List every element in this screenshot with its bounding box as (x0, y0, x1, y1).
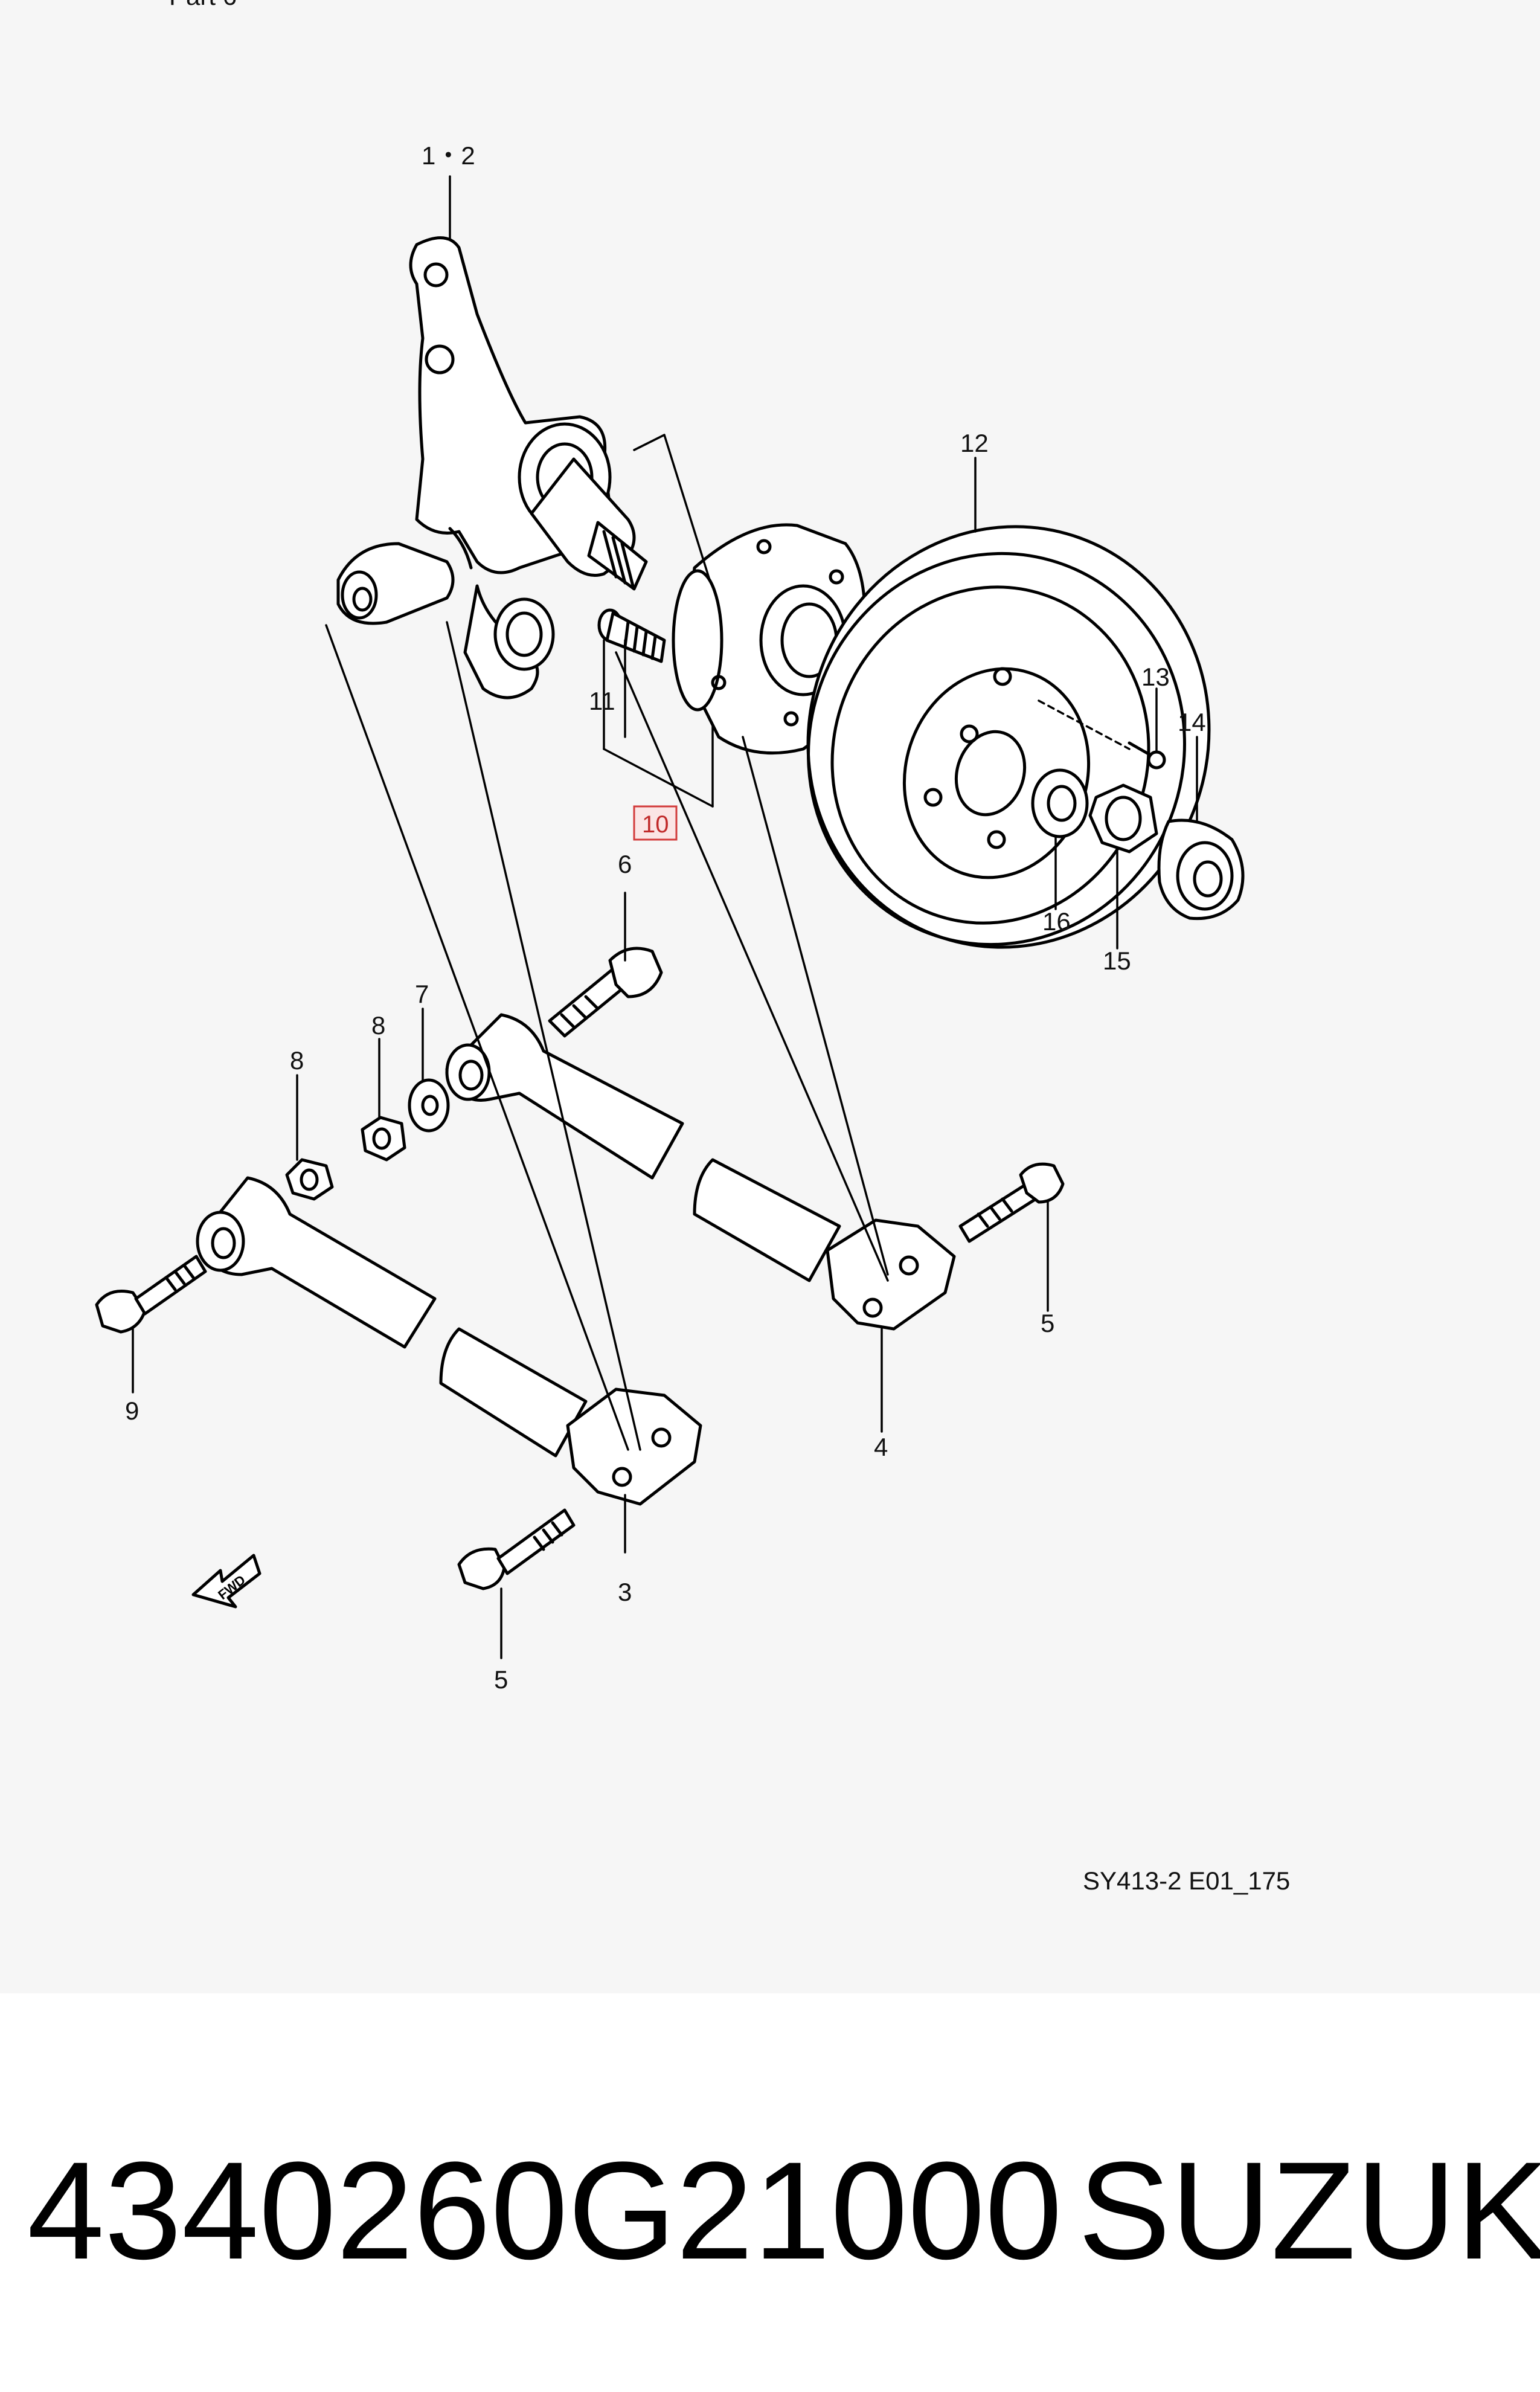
link-lines (325, 434, 889, 1451)
callout-10: 10 (642, 811, 669, 838)
diagram-panel: Part 6 (95, 0, 1291, 1895)
upper-lateral-rod (445, 1013, 956, 1331)
callout-15: 15 (1103, 947, 1131, 975)
hub-nut-part (1088, 783, 1158, 854)
callout-14: 14 (1178, 708, 1206, 736)
stud-bolt-part (597, 608, 666, 663)
callout-16: 16 (1042, 907, 1071, 936)
nut-part-8-lower (285, 1158, 334, 1201)
exploded-parts-diagram: Part 6 (95, 0, 1290, 1895)
callout-13: 13 (1141, 663, 1170, 691)
bolt-part-6 (548, 947, 663, 1038)
callout-5-lower: 5 (494, 1665, 508, 1694)
part-number: 4340260G21000 (27, 2133, 1062, 2288)
callout-6: 6 (618, 850, 632, 878)
callout-9: 9 (125, 1397, 139, 1425)
callout-4: 4 (874, 1433, 888, 1461)
bolt-part-5-right (958, 1162, 1065, 1243)
footer (0, 1993, 1540, 2392)
bolt-part-5-lower (457, 1508, 576, 1590)
callout-3: 3 (618, 1578, 632, 1606)
callout-8-lower: 8 (290, 1046, 304, 1075)
callout-5-right: 5 (1041, 1309, 1054, 1337)
fwd-arrow-icon: FWD (191, 1554, 261, 1609)
callout-11: 11 (589, 687, 615, 715)
bolt-part-9 (95, 1255, 207, 1334)
knuckle-part (336, 236, 648, 699)
leader-lines (132, 175, 1198, 1659)
drawing-code: SY413-2 E01_175 (1083, 1866, 1290, 1895)
nut-part-8-upper (361, 1116, 406, 1162)
washer-part (1031, 768, 1089, 838)
header-fragment: Part 6 (169, 0, 237, 10)
callout-7: 7 (415, 980, 429, 1008)
dust-cap-part (1157, 818, 1245, 921)
callout-1-2: 1・2 (422, 141, 475, 170)
brand-name: SUZUKI (1078, 2133, 1540, 2288)
washer-part-7 (408, 1078, 450, 1133)
callout-8-upper: 8 (371, 1011, 385, 1040)
callout-12: 12 (960, 429, 989, 457)
lower-lateral-rod (196, 1176, 702, 1506)
callout-10-box: 10 (633, 805, 678, 841)
